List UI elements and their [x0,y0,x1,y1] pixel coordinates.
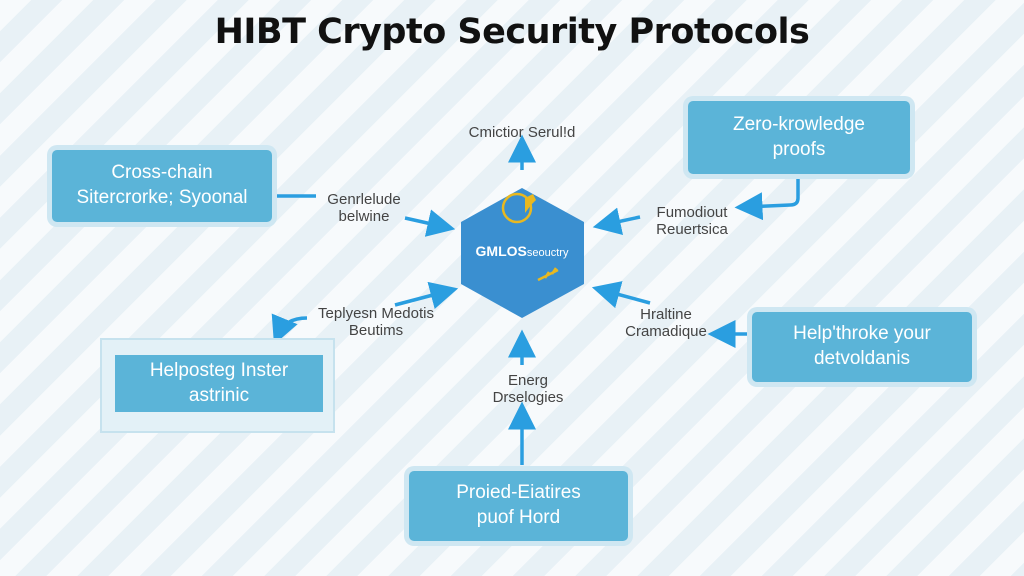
arrow-zk [734,178,800,221]
center-hexagon [461,188,584,318]
arrow-right-lower [591,281,651,309]
page-title: HIBT Crypto Security Protocols [214,12,810,52]
label-top: Cmictior Serul!d [468,124,576,141]
arrow-helposteg [271,313,308,345]
arrow-right-upper [592,207,641,235]
arrow-left-upper [404,209,456,237]
arrow-left-lower [394,281,459,310]
center-node-label: GMLOSseouctry [475,243,569,259]
emblem-icon [501,192,533,224]
